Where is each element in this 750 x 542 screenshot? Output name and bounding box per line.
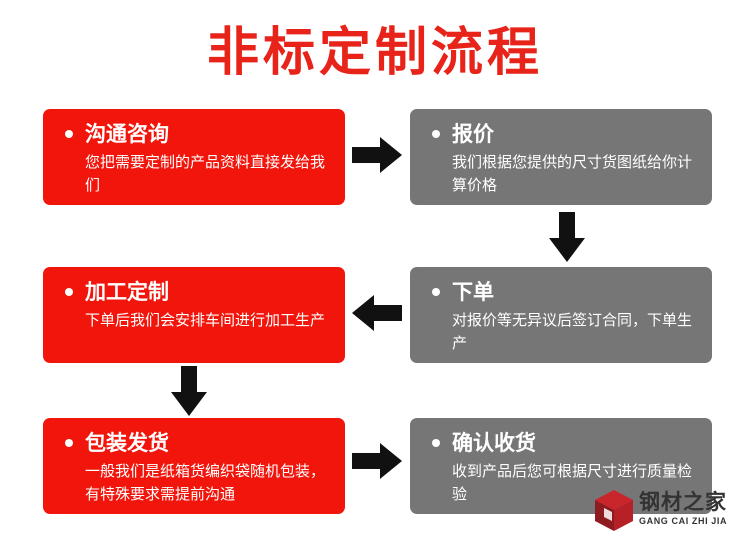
step-title: 报价 — [452, 122, 494, 146]
bullet-icon — [432, 130, 440, 138]
step-description: 您把需要定制的产品资料直接发给我们 — [85, 153, 326, 194]
step-description: 对报价等无异议后签订合同，下单生产 — [452, 311, 693, 352]
arrow-right-icon — [352, 443, 402, 479]
step-title: 包装发货 — [85, 431, 169, 455]
arrow-down-icon — [171, 366, 207, 416]
cube-logo-icon — [595, 490, 633, 531]
step-process-card: 加工定制 下单后我们会安排车间进行加工生产 — [43, 267, 345, 363]
step-receive-card: 确认收货 收到产品后您可根据尺寸进行质量检验 — [410, 418, 712, 514]
bullet-icon — [65, 130, 73, 138]
bullet-icon — [432, 288, 440, 296]
step-title: 下单 — [452, 280, 494, 304]
step-description: 一般我们是纸箱货编织袋随机包装，有特殊要求需提前沟通 — [85, 462, 326, 503]
step-title: 加工定制 — [85, 280, 169, 304]
step-title: 沟通咨询 — [85, 122, 169, 146]
page-title: 非标定制流程 — [206, 23, 543, 83]
step-quote-card: 报价 我们根据您提供的尺寸货图纸给你计算价格 — [410, 109, 712, 205]
step-description: 下单后我们会安排车间进行加工生产 — [85, 311, 326, 329]
step-order-card: 下单 对报价等无异议后签订合同，下单生产 — [410, 267, 712, 363]
step-description: 收到产品后您可根据尺寸进行质量检验 — [452, 462, 693, 503]
arrow-right-icon — [352, 137, 402, 173]
step-title: 确认收货 — [452, 431, 536, 455]
arrow-left-icon — [352, 295, 402, 331]
bullet-icon — [432, 439, 440, 447]
step-description: 我们根据您提供的尺寸货图纸给你计算价格 — [452, 153, 693, 194]
step-ship-card: 包装发货 一般我们是纸箱货编织袋随机包装，有特殊要求需提前沟通 — [43, 418, 345, 514]
arrow-down-icon — [549, 212, 585, 262]
bullet-icon — [65, 439, 73, 447]
step-consult-card: 沟通咨询 您把需要定制的产品资料直接发给我们 — [43, 109, 345, 205]
logo-name-cn: 钢材之家 — [639, 490, 727, 514]
logo-name-en: GANG CAI ZHI JIA — [639, 516, 728, 526]
brand-logo: 钢材之家 GANG CAI ZHI JIA — [593, 488, 743, 534]
bullet-icon — [65, 288, 73, 296]
